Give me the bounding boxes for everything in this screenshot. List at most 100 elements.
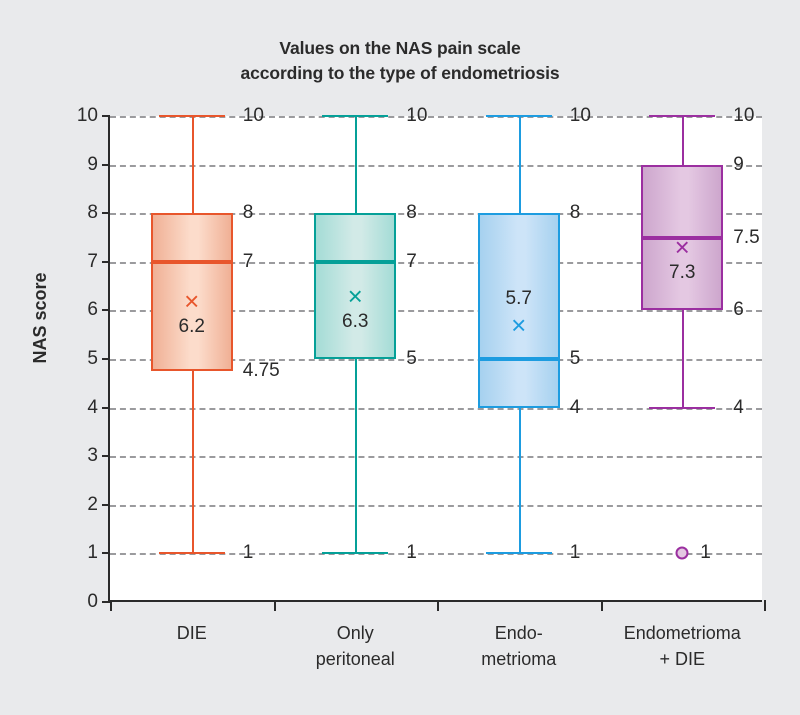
median-line [477, 357, 560, 361]
lower-whisker-line [191, 371, 194, 554]
value-label-q3: 8 [242, 202, 254, 224]
y-tick-label: 7 [87, 250, 98, 272]
y-tick-label: 6 [87, 299, 98, 321]
box-iqr-rect [477, 213, 560, 408]
upper-whisker-line [682, 116, 685, 165]
lower-whisker-line [355, 359, 358, 554]
value-label-q1: 4 [569, 396, 581, 418]
x-tick-mark [110, 600, 112, 611]
chart-title: Values on the NAS pain scale according t… [0, 36, 800, 86]
y-tick-label: 5 [87, 348, 98, 369]
value-label-q1: 4.75 [242, 360, 280, 382]
gridline [110, 116, 762, 118]
gridline [110, 553, 762, 556]
upper-whisker-cap [485, 115, 552, 117]
value-label-max: 10 [406, 105, 428, 126]
value-label-median: 7.5 [733, 226, 760, 248]
value-label-min: 1 [406, 542, 417, 564]
y-axis-title: NAS score [30, 272, 50, 364]
outlier-value-label: 1 [700, 542, 711, 564]
x-tick-label-line: metrioma [481, 649, 557, 669]
mean-marker-x: × [347, 280, 363, 311]
upper-whisker-cap [158, 115, 225, 117]
x-tick-label-line: Only [336, 623, 374, 643]
lower-whisker-line [518, 407, 521, 554]
x-tick-label-line: + DIE [659, 649, 706, 669]
y-tick-mark [102, 358, 110, 360]
lower-whisker-cap [485, 552, 552, 555]
value-label-min: 1 [242, 542, 254, 564]
lower-whisker-cap [649, 406, 716, 409]
outlier-point [675, 546, 689, 560]
gridline [110, 164, 762, 167]
gridline [110, 456, 762, 459]
y-tick-label: 8 [87, 202, 98, 224]
value-label-q1: 5 [406, 348, 417, 369]
x-tick-label-1: DIE [177, 620, 207, 646]
y-tick-mark [102, 309, 110, 312]
value-label-q3: 8 [569, 202, 581, 224]
value-label-max: 10 [242, 105, 264, 126]
upper-whisker-cap [649, 115, 716, 117]
value-label-max: 10 [733, 105, 755, 126]
y-tick-mark [102, 212, 110, 215]
value-label-q3: 9 [733, 153, 744, 175]
gridline [110, 213, 762, 216]
mean-value-label: 6.2 [178, 315, 205, 337]
y-tick-mark [102, 503, 110, 506]
x-tick-mark [600, 600, 603, 611]
mean-value-label: 5.7 [505, 287, 532, 309]
mean-marker-x: × [184, 285, 200, 316]
mean-marker-x: × [511, 309, 527, 340]
mean-marker-x: × [674, 232, 690, 263]
y-tick-label: 4 [87, 396, 98, 418]
y-tick-mark [102, 552, 110, 555]
value-label-median: 7 [242, 250, 254, 272]
median-line [641, 235, 724, 240]
chart-title-line-2: according to the type of endometriosis [240, 63, 560, 83]
y-tick-label: 10 [76, 105, 98, 126]
upper-whisker-line [518, 116, 521, 214]
box-iqr-rect [150, 213, 233, 372]
median-line [150, 259, 233, 264]
lower-whisker-cap [158, 552, 225, 555]
upper-whisker-line [191, 116, 194, 214]
chart-title-line-1: Values on the NAS pain scale [279, 38, 521, 58]
gridline [110, 407, 762, 410]
gridline [110, 310, 762, 313]
gridline [110, 261, 762, 264]
x-tick-mark [764, 600, 766, 611]
y-tick-mark [102, 406, 110, 409]
x-tick-mark [437, 600, 439, 611]
y-tick-mark [102, 601, 110, 603]
value-label-median: 5 [569, 348, 581, 369]
x-tick-mark [273, 600, 276, 611]
box-iqr-rect [314, 213, 397, 359]
value-label-q3: 8 [406, 202, 417, 224]
upper-whisker-line [355, 116, 358, 214]
lower-whisker-line [682, 310, 685, 408]
x-tick-label-4: Endometrioma + DIE [624, 620, 741, 672]
x-tick-label-3: Endo-metrioma [481, 620, 556, 672]
y-tick-mark [102, 455, 110, 458]
mean-value-label: 6.3 [342, 310, 369, 332]
x-tick-label-line: DIE [176, 623, 207, 643]
y-tick-label: 1 [87, 542, 98, 564]
y-tick-mark [102, 115, 110, 117]
value-label-max: 10 [569, 105, 591, 126]
y-tick-label: 2 [87, 493, 98, 515]
value-label-q1: 6 [733, 299, 744, 321]
gridline [110, 504, 762, 507]
value-label-median: 7 [406, 250, 417, 272]
x-tick-label-line: Endometrioma [623, 623, 741, 643]
y-tick-mark [102, 260, 110, 263]
upper-whisker-cap [322, 115, 389, 117]
y-tick-label: 3 [87, 445, 98, 467]
value-label-min: 1 [569, 542, 581, 564]
x-tick-label-line: peritoneal [315, 649, 395, 669]
